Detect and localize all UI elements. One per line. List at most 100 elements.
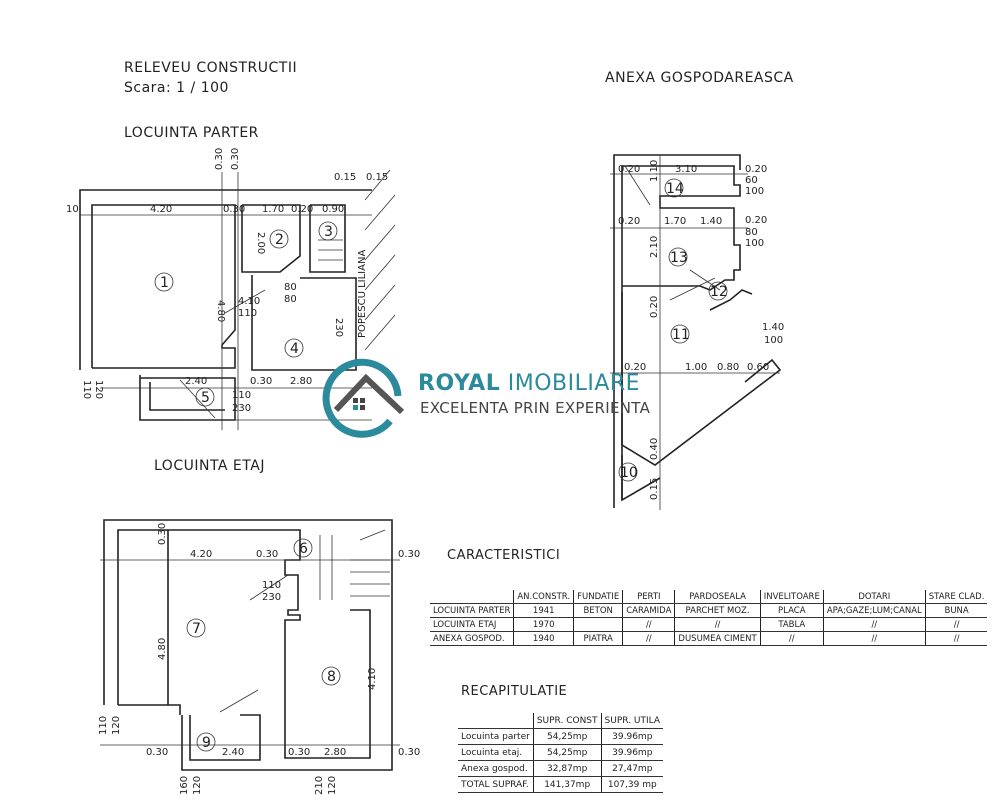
dimension-label: 4.20 xyxy=(150,204,172,215)
parter-dimensions: 4.20 0.30 1.70 0.20 0.90 0.15 0.15 4.10 … xyxy=(66,148,388,414)
parter-plan: 1 2 3 4 5 4.20 0.30 1.70 0.20 0.90 0.15 … xyxy=(66,148,396,430)
table-cell: Locuinta parter xyxy=(458,728,534,745)
room-14: 14 xyxy=(666,181,684,197)
room-10: 10 xyxy=(620,465,638,481)
table-cell: 39.96mp xyxy=(600,744,664,761)
dimension-label: 1.70 xyxy=(262,204,284,215)
table-cell: DUSUMEA CIMENT xyxy=(674,631,761,646)
room-12: 12 xyxy=(710,284,728,300)
dimension-label: 100 xyxy=(764,335,783,346)
anexa-plan: 14 13 12 11 10 0.20 3.10 0.20 60 100 1.1… xyxy=(610,154,784,510)
table-cell: 141,37mp xyxy=(532,776,602,793)
dimension-label: 120 xyxy=(327,776,338,795)
dimension-label: 2.00 xyxy=(255,232,266,254)
scale-label: Scara: 1 / 100 xyxy=(124,80,229,96)
dimension-label: 230 xyxy=(232,403,251,414)
anexa-room-labels: 14 13 12 11 10 xyxy=(618,178,728,482)
dimension-label: 110 xyxy=(98,716,109,735)
table-cell: LOCUINTA ETAJ xyxy=(430,617,514,632)
parter-room-labels: 1 2 3 4 5 xyxy=(154,221,338,407)
dimension-label: 120 xyxy=(192,776,203,795)
room-11: 11 xyxy=(672,327,690,343)
dimension-label: 0.90 xyxy=(322,204,344,215)
dimension-label: 1.10 xyxy=(649,160,660,182)
table-cell: 107,39 mp xyxy=(600,776,664,793)
dimension-label: 2.80 xyxy=(324,747,346,758)
table-cell: BETON xyxy=(573,603,623,618)
room-1: 1 xyxy=(160,275,169,291)
dimension-label: 2.40 xyxy=(222,747,244,758)
room-8: 8 xyxy=(327,669,336,685)
dimension-label: 100 xyxy=(745,186,764,197)
dimension-label: 230 xyxy=(262,592,281,603)
room-2: 2 xyxy=(275,232,284,248)
table-cell: PIATRA xyxy=(573,631,623,646)
table-cell: CARAMIDA xyxy=(622,603,675,618)
dimension-label: 110 xyxy=(238,308,257,319)
dimension-label: 2.80 xyxy=(290,376,312,387)
anexa-title: ANEXA GOSPODAREASCA xyxy=(605,70,794,86)
dimension-label: 0.60 xyxy=(747,362,769,373)
dimension-label: 4.80 xyxy=(157,638,168,660)
dimension-label: 0.30 xyxy=(256,549,278,560)
room-13: 13 xyxy=(670,250,688,266)
dimension-label: 210 xyxy=(314,776,325,795)
table-cell: // xyxy=(822,617,926,632)
table-cell: LOCUINTA PARTER xyxy=(430,603,514,618)
table-cell: // xyxy=(674,617,761,632)
table-cell: PARCHET MOZ. xyxy=(674,603,761,618)
table-cell: BUNA xyxy=(924,603,988,618)
dimension-label: 110 xyxy=(81,380,92,399)
table-cell xyxy=(430,590,514,604)
dimension-label: 0.80 xyxy=(717,362,739,373)
etaj-plan: 6 7 8 9 4.20 0.30 0.30 0.30 4.80 4.10 11… xyxy=(98,519,420,795)
table-cell: 27,47mp xyxy=(600,760,664,777)
dimension-label: 110 xyxy=(232,390,251,401)
dimension-label: 0.30 xyxy=(223,204,245,215)
room-7: 7 xyxy=(192,621,201,637)
table-cell: // xyxy=(759,631,824,646)
dimension-label: 120 xyxy=(111,716,122,735)
table-cell: PLACA xyxy=(759,603,824,618)
dimension-label: 60 xyxy=(745,175,758,186)
dimension-label: 0.20 xyxy=(618,164,640,175)
anexa-dimensions: 0.20 3.10 0.20 60 100 1.10 0.20 1.70 1.4… xyxy=(618,160,784,500)
dimension-label: 80 xyxy=(284,294,297,305)
table-cell: 1941 xyxy=(513,603,574,618)
dimension-label: 0.20 xyxy=(649,296,660,318)
dimension-label: 0.20 xyxy=(745,164,767,175)
table-cell: Locuinta etaj. xyxy=(458,744,534,761)
dimension-label: 0.30 xyxy=(250,376,272,387)
recap-title: RECAPITULATIE xyxy=(461,684,568,699)
dimension-label: 0.15 xyxy=(334,172,356,183)
table-cell: 39.96mp xyxy=(600,728,664,745)
table-cell: Anexa gospod. xyxy=(458,760,534,777)
room-3: 3 xyxy=(324,224,333,240)
table-cell: ANEXA GOSPOD. xyxy=(430,631,514,646)
royal-imobiliare-logo-icon xyxy=(322,358,405,438)
table-cell: // xyxy=(924,617,988,632)
table-cell: FUNDATIE xyxy=(573,590,623,604)
dimension-label: 80 xyxy=(284,282,297,293)
street-label: POPESCU LILIANA xyxy=(357,250,368,338)
dimension-label: 1.40 xyxy=(762,322,784,333)
dimension-label: 4.10 xyxy=(238,296,260,307)
parter-title: LOCUINTA PARTER xyxy=(124,125,259,141)
dimension-label: 0.20 xyxy=(745,215,767,226)
dimension-label: 4.20 xyxy=(190,549,212,560)
etaj-dimensions: 4.20 0.30 0.30 0.30 4.80 4.10 110 230 0.… xyxy=(98,523,420,795)
watermark-tagline: EXCELENTA PRIN EXPERIENTA xyxy=(420,399,651,417)
dimension-label: 4.10 xyxy=(367,668,378,690)
table-cell: // xyxy=(622,631,675,646)
dimension-label: 0.15 xyxy=(366,172,388,183)
dimension-label: 0.40 xyxy=(649,438,660,460)
